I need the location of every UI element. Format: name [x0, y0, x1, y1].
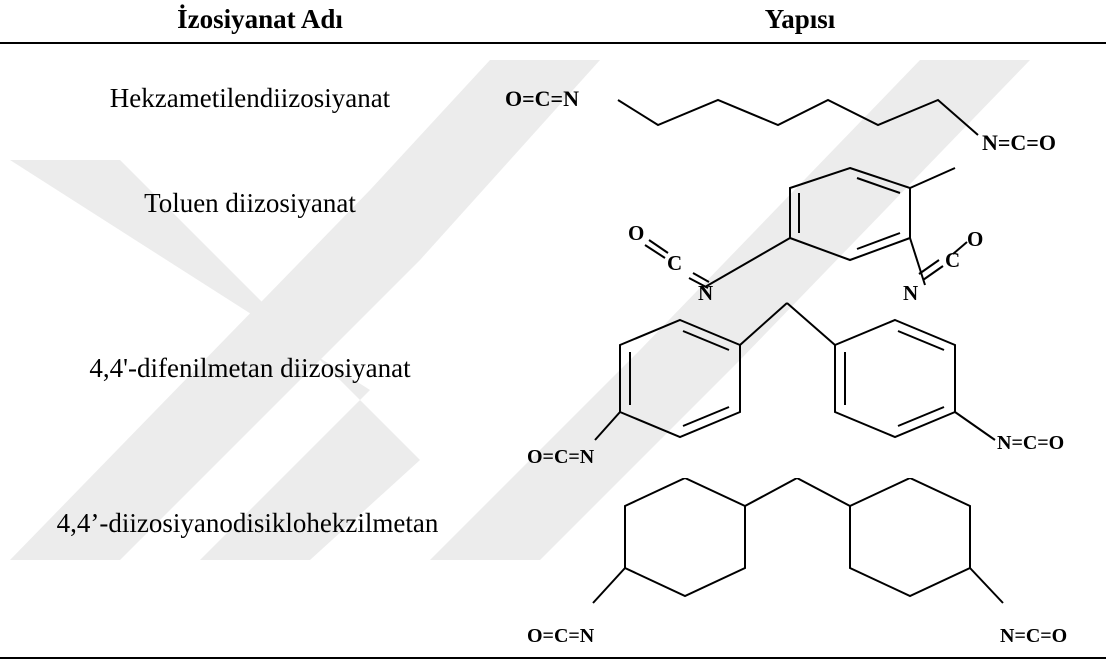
- row-name-tdi: Toluen diizosiyanat: [144, 188, 356, 218]
- cyclohexane-ring-left: [624, 478, 746, 598]
- group-nco-right: N=C=O: [982, 130, 1056, 155]
- cyclohexane-ring-right: [849, 478, 971, 598]
- hexamethylene-chain: [617, 98, 979, 136]
- header-rule: [0, 42, 1106, 44]
- structure-hdi: O=C=N N=C=O: [505, 86, 1056, 155]
- tdi-o-right: O: [967, 227, 983, 251]
- tdi-n-right: N: [903, 281, 918, 300]
- tdi-c-right: C: [945, 248, 960, 272]
- group-ocn-left: O=C=N: [527, 625, 595, 647]
- group-nco-right: N=C=O: [997, 432, 1064, 454]
- group-nco-right: N=C=O: [1000, 625, 1067, 647]
- structure-hmdi: O=C=N N=C=O: [527, 478, 1067, 647]
- methylene-bridge: [739, 302, 788, 346]
- group-ocn-left: O=C=N: [527, 446, 595, 468]
- tdi-o-left: O: [628, 221, 644, 245]
- header-structure: Yapısı: [764, 4, 836, 34]
- tdi-benzene-ring: [789, 166, 911, 262]
- row-name-mdi: 4,4'-difenilmetan diizosiyanat: [89, 353, 411, 383]
- row-name-hdi: Hekzametilendiizosiyanat: [109, 83, 391, 113]
- mdi-benzene-ring-right: [834, 318, 956, 439]
- tdi-n-left: N: [698, 281, 713, 300]
- structure-mdi: O=C=N N=C=O: [527, 302, 1064, 468]
- row-name-hmdi: 4,4’-diizosiyanodisiklohekzilmetan: [56, 508, 439, 538]
- mdi-benzene-ring-left: [619, 318, 741, 439]
- header-name: İzosiyanat Adı: [177, 4, 343, 34]
- footer-rule: [0, 657, 1106, 659]
- methylene-bridge: [744, 478, 798, 507]
- group-ocn-left: O=C=N: [505, 86, 579, 111]
- structure-tdi: O C N N C O: [628, 166, 983, 300]
- tdi-c-left: C: [667, 251, 682, 275]
- methyl-bond: [909, 167, 956, 189]
